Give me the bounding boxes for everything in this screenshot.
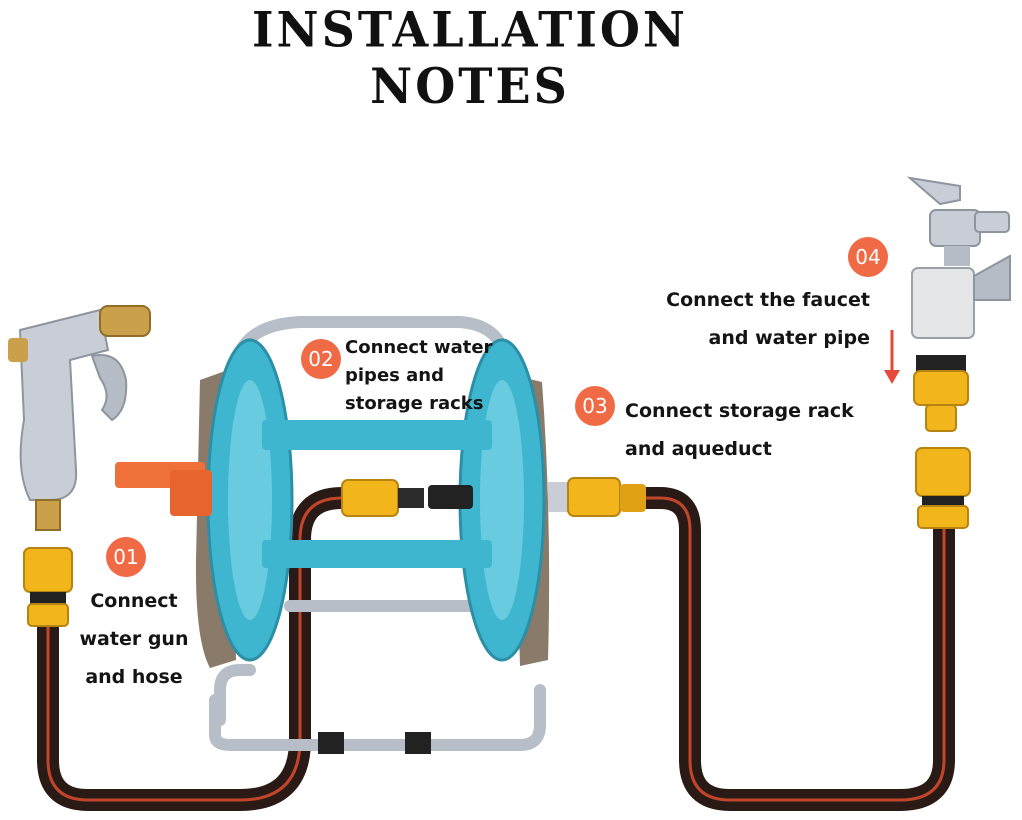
faucet-adapter	[911, 254, 1011, 339]
spray-gun	[8, 305, 151, 531]
caption-line: pipes and	[345, 365, 444, 386]
step-badge-01: 01	[106, 537, 146, 577]
connector-hose-end	[915, 447, 971, 529]
frame-foot	[405, 732, 431, 754]
step-badge-03: 03	[575, 386, 615, 426]
step-badge-02: 02	[301, 339, 341, 379]
caption-line: Connect water	[345, 337, 493, 358]
caption-line: Connect	[90, 590, 178, 612]
frame-foot	[318, 732, 344, 754]
connector-faucet	[913, 355, 969, 432]
step-badge-04: 04	[848, 237, 888, 277]
crank-handle	[115, 462, 212, 516]
connector-gun	[23, 547, 73, 627]
arrow-down-icon	[884, 330, 900, 384]
step-caption-01: Connect water gun and hose	[78, 582, 190, 696]
faucet	[906, 176, 1010, 266]
caption-line: water gun	[79, 628, 189, 650]
page-title: INSTALLATION NOTES	[252, 1, 688, 115]
reel-wheel-left	[206, 338, 294, 662]
reel-drum	[262, 420, 492, 568]
connector-nozzle	[428, 485, 473, 509]
step-caption-03: Connect storage rack and aqueduct	[625, 392, 854, 468]
connector-reel-in	[341, 479, 424, 517]
caption-line: storage racks	[345, 393, 484, 414]
step-caption-04: Connect the faucet and water pipe	[644, 281, 870, 357]
caption-line: and water pipe	[708, 327, 871, 349]
caption-line: and hose	[85, 666, 183, 688]
hose	[37, 487, 955, 811]
caption-line: Connect storage rack	[625, 400, 854, 422]
connector-reel-out	[548, 477, 646, 517]
caption-line: and aqueduct	[625, 438, 772, 460]
caption-line: Connect the faucet	[666, 289, 870, 311]
step-caption-02: Connect water pipes and storage racks	[345, 334, 492, 418]
